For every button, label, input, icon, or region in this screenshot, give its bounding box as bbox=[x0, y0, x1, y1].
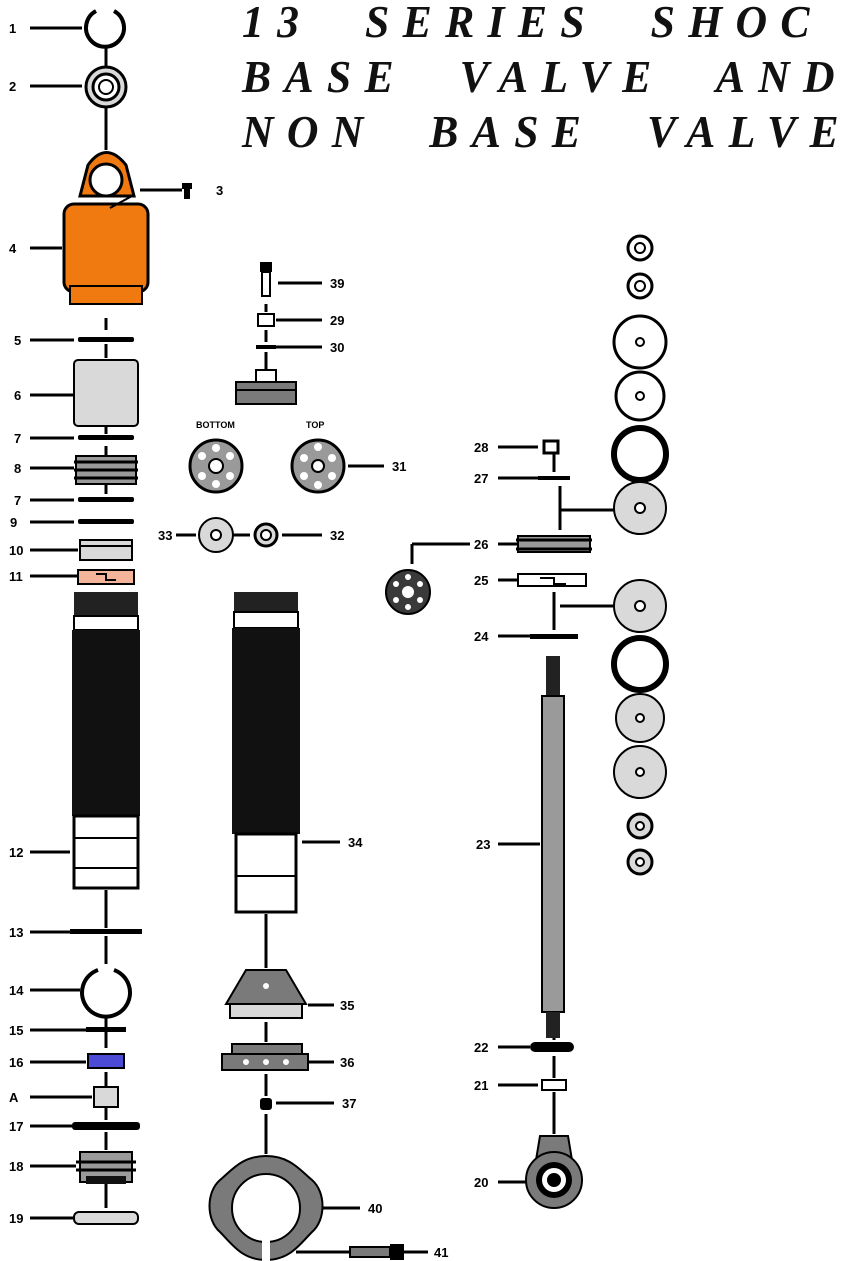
shaft-23 bbox=[541, 656, 565, 1038]
label-41: 41 bbox=[434, 1245, 448, 1260]
label-15: 15 bbox=[9, 1023, 23, 1038]
o-ring-5 bbox=[78, 337, 134, 342]
label-top: TOP bbox=[306, 420, 324, 430]
title-line-1: 13 SERIES SHOC bbox=[242, 0, 823, 47]
sleeve-6 bbox=[73, 359, 139, 427]
label-36: 36 bbox=[340, 1055, 354, 1070]
label-26: 26 bbox=[474, 537, 488, 552]
label-6: 6 bbox=[14, 388, 21, 403]
band-25 bbox=[517, 573, 587, 587]
label-17: 17 bbox=[9, 1119, 23, 1134]
seal-16-blue bbox=[87, 1053, 125, 1069]
label-24: 24 bbox=[474, 629, 489, 644]
label-20: 20 bbox=[474, 1175, 488, 1190]
base-19 bbox=[73, 1211, 139, 1225]
part-a-block bbox=[93, 1086, 119, 1108]
label-23: 23 bbox=[476, 837, 490, 852]
label-19: 19 bbox=[9, 1211, 23, 1226]
washer-24 bbox=[530, 634, 578, 639]
washer-30 bbox=[256, 345, 276, 349]
part-labels: 1 2 3 4 5 6 7 8 7 9 10 11 12 13 14 15 16… bbox=[9, 21, 490, 1260]
bolt-41 bbox=[349, 1244, 404, 1260]
label-22: 22 bbox=[474, 1040, 488, 1055]
label-12: 12 bbox=[9, 845, 23, 860]
label-33: 33 bbox=[158, 528, 172, 543]
label-35: 35 bbox=[340, 998, 354, 1013]
spanner-nut-40 bbox=[208, 1154, 324, 1261]
adjuster-36 bbox=[221, 1043, 309, 1071]
shim-stack bbox=[611, 234, 669, 876]
label-4: 4 bbox=[9, 241, 17, 256]
label-34: 34 bbox=[348, 835, 363, 850]
label-30: 30 bbox=[330, 340, 344, 355]
label-7a: 7 bbox=[14, 431, 21, 446]
piston-disc-detached bbox=[385, 569, 431, 615]
label-31: 31 bbox=[392, 459, 406, 474]
eye-bushing bbox=[84, 65, 128, 109]
o-ring-7a bbox=[78, 435, 134, 440]
snap-ring-top bbox=[84, 9, 126, 49]
label-39: 39 bbox=[330, 276, 344, 291]
label-bottom: BOTTOM bbox=[196, 420, 235, 430]
washer-27 bbox=[538, 476, 570, 480]
washer-33 bbox=[198, 517, 234, 553]
piston-disc-bottom bbox=[188, 438, 244, 494]
label-14: 14 bbox=[9, 983, 24, 998]
nut-32 bbox=[253, 522, 279, 548]
bushing-21 bbox=[541, 1079, 567, 1091]
o-ring-9 bbox=[78, 519, 134, 524]
washer-13 bbox=[70, 929, 142, 934]
title-line-3: NON BASE VALVE bbox=[242, 106, 852, 157]
label-9: 9 bbox=[10, 515, 17, 530]
label-2: 2 bbox=[9, 79, 16, 94]
label-16: 16 bbox=[9, 1055, 23, 1070]
label-13: 13 bbox=[9, 925, 23, 940]
valve-assembly bbox=[235, 369, 297, 405]
exploded-diagram: BOTTOM TOP bbox=[9, 9, 669, 1261]
spring-seat-35 bbox=[224, 969, 308, 1019]
seal-22 bbox=[530, 1042, 574, 1052]
piston-disc-top bbox=[290, 438, 346, 494]
snap-ring-14 bbox=[80, 968, 132, 1019]
label-8: 8 bbox=[14, 461, 21, 476]
label-29: 29 bbox=[330, 313, 344, 328]
nut-29 bbox=[257, 313, 275, 327]
label-7b: 7 bbox=[14, 493, 21, 508]
set-screw-37 bbox=[260, 1098, 272, 1110]
seal-stack-8 bbox=[74, 455, 138, 485]
title-line-2: BASE VALVE AND bbox=[242, 51, 848, 102]
diagram-title: 13 SERIES SHOC BASE VALVE AND NON BASE V… bbox=[242, 0, 852, 184]
orange-body-cap bbox=[62, 151, 150, 305]
label-21: 21 bbox=[474, 1078, 488, 1093]
label-27: 27 bbox=[474, 471, 488, 486]
bolt-39 bbox=[260, 262, 272, 297]
label-40: 40 bbox=[368, 1201, 382, 1216]
label-18: 18 bbox=[9, 1159, 23, 1174]
washer-15 bbox=[86, 1027, 126, 1032]
label-11: 11 bbox=[9, 569, 23, 584]
nut-28 bbox=[542, 439, 560, 455]
label-28: 28 bbox=[474, 440, 488, 455]
piston-26 bbox=[516, 535, 592, 553]
o-ring-17 bbox=[72, 1122, 140, 1130]
label-1: 1 bbox=[9, 21, 16, 36]
o-ring-7b bbox=[78, 497, 134, 502]
label-10: 10 bbox=[9, 543, 23, 558]
shaft-eye-20 bbox=[525, 1135, 583, 1209]
spring-body-34 bbox=[232, 592, 300, 914]
seal-stack-18 bbox=[76, 1151, 136, 1184]
label-a: A bbox=[9, 1090, 19, 1105]
label-25: 25 bbox=[474, 573, 488, 588]
small-screw bbox=[182, 183, 192, 199]
label-5: 5 bbox=[14, 333, 21, 348]
label-37: 37 bbox=[342, 1096, 356, 1111]
label-32: 32 bbox=[330, 528, 344, 543]
bushing-11-pink bbox=[77, 569, 135, 585]
label-3: 3 bbox=[216, 183, 223, 198]
cap-10 bbox=[79, 539, 133, 561]
spring-body-12 bbox=[72, 592, 140, 890]
